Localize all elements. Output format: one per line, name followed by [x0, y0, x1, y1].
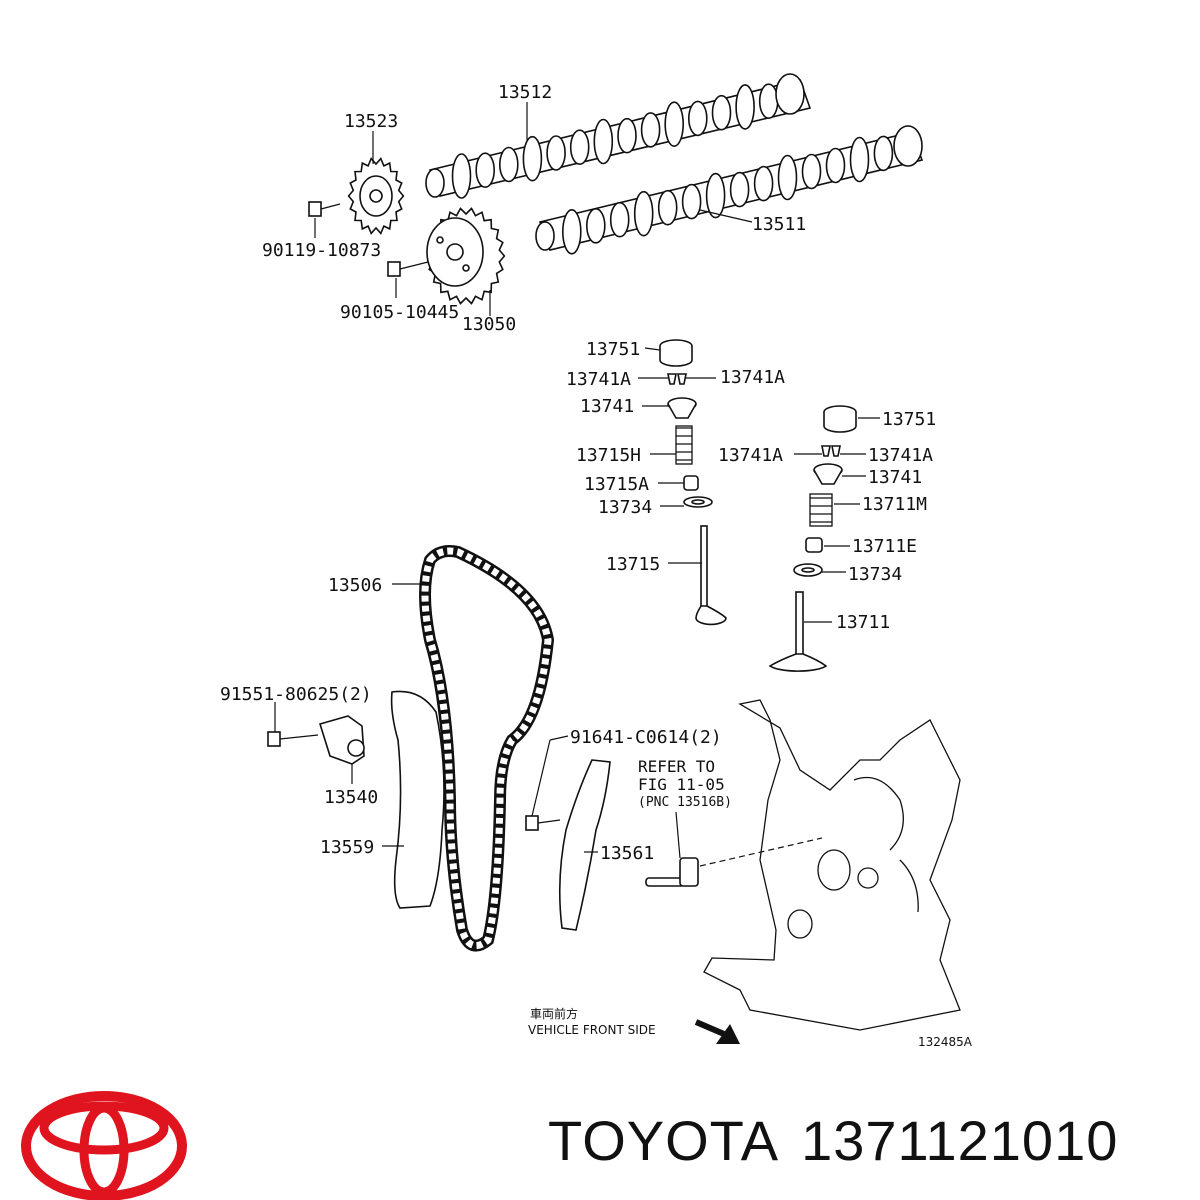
valve-spring-seat-13734-left — [683, 496, 713, 508]
callout-13711M: 13711M — [862, 494, 927, 515]
chain-tensioner-slipper-13559 — [390, 690, 445, 909]
camshaft-13511 — [535, 125, 924, 255]
bolt-90119-10873 — [308, 201, 341, 217]
cam-lobe — [681, 183, 702, 220]
chain-vibration-damper-13561 — [558, 759, 611, 931]
cam-lobe — [561, 209, 582, 255]
bolt-91641-C0614 — [525, 815, 561, 831]
cam-lobe — [758, 83, 779, 119]
camshaft-13512 — [425, 73, 812, 199]
cam-lobe — [498, 146, 519, 183]
callout-13523: 13523 — [344, 111, 398, 132]
callout-13751-right: 13751 — [882, 409, 936, 430]
cam-lobe — [475, 152, 496, 188]
refer-line-1: REFER TO — [638, 757, 715, 776]
callout-91641-C0614: 91641-C0614(2) — [570, 727, 722, 748]
cam-lobe — [735, 84, 755, 130]
callout-13511: 13511 — [752, 214, 806, 235]
callout-13506: 13506 — [328, 575, 382, 596]
refer-line-3: (PNC 13516B) — [638, 795, 732, 810]
engine-block — [699, 699, 961, 1031]
callout-13741-right: 13741 — [868, 467, 922, 488]
callout-13711: 13711 — [836, 612, 890, 633]
callout-13512: 13512 — [498, 82, 552, 103]
part-number: 1371121010 — [801, 1109, 1119, 1172]
cam-lobe — [522, 135, 543, 182]
callout-13741A-1: 13741A — [566, 369, 631, 390]
callout-13715A: 13715A — [584, 474, 649, 495]
valve-lifter-13751-left — [659, 339, 693, 367]
cam-lobe — [849, 136, 870, 183]
cam-lobe — [633, 190, 654, 237]
callout-13715: 13715 — [606, 554, 660, 575]
valve-keeper-13741A-right — [821, 445, 841, 457]
part-number-caption: TOYOTA 1371121010 — [548, 1108, 1188, 1178]
valve-spring-seat-13734-right — [793, 563, 823, 577]
vehicle-front-label: VEHICLE FRONT SIDE — [528, 1023, 656, 1037]
callout-90119-10873: 90119-10873 — [262, 240, 381, 261]
valve-spring-13715H — [675, 425, 693, 465]
vehicle-front-arrow — [694, 1019, 740, 1044]
callout-13050: 13050 — [462, 314, 516, 335]
cam-lobe — [617, 117, 637, 154]
callout-90105-10445: 90105-10445 — [340, 302, 459, 323]
callout-13734-right: 13734 — [848, 564, 902, 585]
callout-13734-left: 13734 — [598, 497, 652, 518]
callout-13715H: 13715H — [576, 445, 641, 466]
cam-lobe — [825, 147, 846, 184]
cam-lobe — [753, 165, 774, 202]
intake-valve-13715 — [695, 525, 727, 626]
cam-lobe — [569, 129, 590, 165]
bolt-90105-10445 — [387, 261, 429, 277]
callout-13711E: 13711E — [852, 536, 917, 557]
valve-retainer-13741-right — [813, 463, 843, 485]
callout-labels: 13512 13523 13511 90119-10873 90105-1044… — [220, 82, 973, 1049]
cam-lobe — [711, 94, 732, 131]
refer-line-2: FIG 11-05 — [638, 775, 725, 794]
valve-keeper-13741A-left — [667, 373, 687, 385]
cam-lobe — [609, 201, 630, 238]
valve-spring-13711M — [809, 493, 833, 527]
cam-lobe — [729, 171, 750, 208]
oil-nozzle-13516B — [645, 857, 699, 887]
cam-lobe — [657, 189, 678, 226]
callout-13741A-3: 13741A — [718, 445, 783, 466]
bolt-91551-80625 — [267, 731, 319, 747]
cam-lobe — [873, 135, 894, 172]
cam-lobe — [585, 208, 606, 244]
cam-lobe — [777, 154, 798, 201]
cam-lobe — [664, 101, 685, 147]
leader-lines — [274, 102, 880, 859]
valve-lifter-13751-right — [823, 405, 857, 433]
vehicle-front-jp-label: 車両前方 — [530, 1006, 578, 1021]
cam-lobe — [801, 153, 822, 190]
timing-chain-13506 — [419, 545, 555, 952]
toyota-logo — [21, 1091, 187, 1200]
cam-lobe — [546, 135, 566, 171]
chain-tensioner-13540 — [318, 715, 365, 765]
valve-stem-seal-13711E — [805, 537, 823, 553]
cam-lobe — [451, 153, 472, 199]
callout-13561: 13561 — [600, 843, 654, 864]
callout-13751-left: 13751 — [586, 339, 640, 360]
callout-13741-left: 13741 — [580, 396, 634, 417]
callout-13559: 13559 — [320, 837, 374, 858]
figure-id: 132485A — [918, 1035, 973, 1049]
brand-name: TOYOTA — [548, 1109, 780, 1172]
camshaft-sprocket-13523 — [347, 157, 405, 235]
cam-lobe — [687, 100, 708, 137]
exhaust-valve-13711 — [768, 591, 828, 672]
callout-13741A-4: 13741A — [868, 445, 933, 466]
callout-13741A-2: 13741A — [720, 367, 785, 388]
callout-13540: 13540 — [324, 787, 378, 808]
cam-lobe — [593, 118, 614, 165]
cam-lobe — [705, 172, 726, 219]
valve-retainer-13741-left — [667, 397, 697, 419]
valve-stem-seal-13715A — [683, 475, 699, 491]
callout-91551-80625: 91551-80625(2) — [220, 684, 372, 705]
vvt-gear-assembly-13050 — [426, 207, 506, 305]
cam-lobe — [640, 112, 661, 148]
